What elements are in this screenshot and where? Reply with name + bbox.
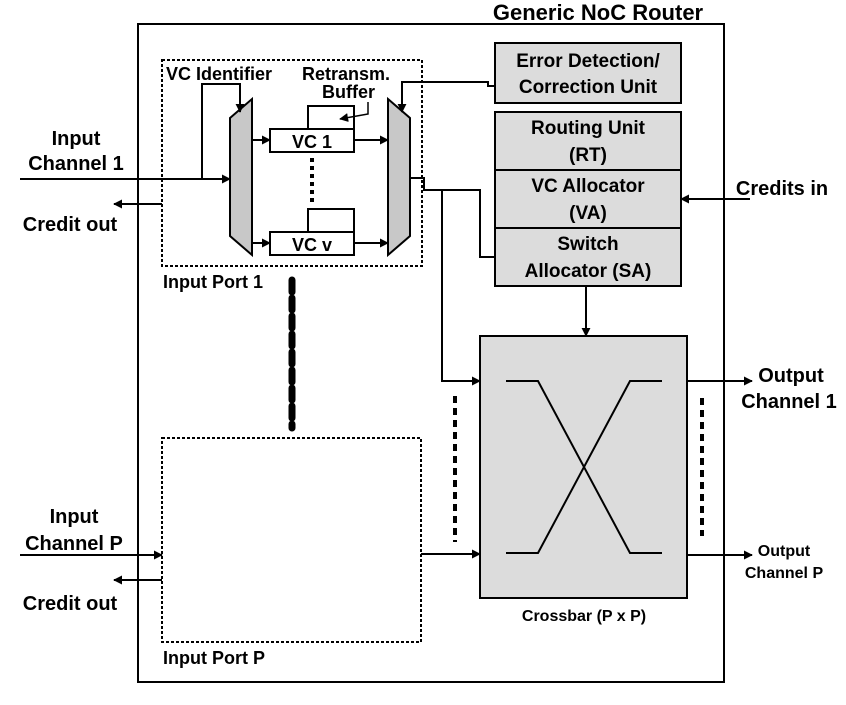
output-channel-1-line1: Output (758, 365, 824, 387)
crossbar-x-symbol (506, 380, 662, 554)
input-port-1-label: Input Port 1 (163, 272, 263, 292)
routing-unit-line2: (RT) (569, 145, 607, 166)
buffer-pointer-arrow (339, 102, 369, 123)
credit-out-p-label: Credit out (23, 593, 118, 615)
routing-unit (494, 111, 682, 171)
routing-unit-line1: Routing Unit (531, 118, 646, 139)
input-channel-1-line1: Input (52, 128, 101, 150)
switch-allocator-line2: Allocator (SA) (525, 261, 652, 282)
retransm-label: Retransm. (302, 64, 390, 84)
vc-identifier-label: VC Identifier (166, 64, 272, 84)
vc-allocator-line2: (VA) (569, 203, 607, 224)
mux-to-allocator-path (410, 177, 495, 258)
error-feedback-path (397, 81, 495, 113)
switch-allocator-line1: Switch (557, 234, 618, 255)
retransm-buffer-1 (307, 105, 355, 130)
input-port-p-label: Input Port P (163, 648, 265, 668)
vc-allocator-line1: VC Allocator (531, 176, 645, 197)
vc-1-label: VC 1 (292, 132, 332, 152)
error-unit-line1: Error Detection/ (516, 51, 660, 72)
output-mux (387, 96, 411, 258)
vc-v-label: VC v (292, 235, 332, 255)
router-boundary (137, 23, 725, 683)
input-channel-1-line2: Channel 1 (28, 153, 124, 175)
output-channel-1-line2: Channel 1 (741, 391, 837, 413)
mux-to-crossbar-path (424, 189, 481, 386)
input-channel-p-line1: Input (50, 506, 99, 528)
input-port-1-box (161, 59, 423, 267)
router-title: Generic NoC Router (493, 0, 704, 25)
input-port-p-box (161, 437, 422, 643)
crossbar-label: Crossbar (P x P) (522, 608, 646, 625)
input-channel-p-line2: Channel P (25, 533, 123, 555)
buffer-label: Buffer (322, 82, 375, 102)
output-channel-p-line2: Channel P (745, 565, 824, 582)
error-unit-line2: Correction Unit (519, 77, 658, 98)
input-demux (229, 96, 253, 258)
error-detection-unit (494, 42, 682, 104)
switch-allocator (494, 227, 682, 287)
credits-in-label: Credits in (736, 178, 828, 200)
credit-out-1-label: Credit out (23, 214, 118, 236)
vc-allocator (494, 169, 682, 229)
vc-identifier-path (201, 83, 245, 179)
retransm-buffer-v (307, 208, 355, 233)
output-channel-p-line1: Output (758, 543, 811, 560)
